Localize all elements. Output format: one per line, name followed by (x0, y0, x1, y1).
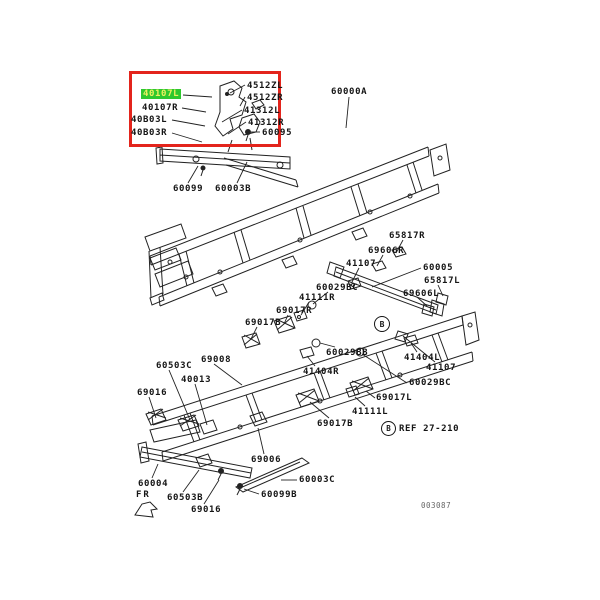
part-label-69016-2[interactable]: 69016 (191, 505, 222, 515)
part-label-69017R[interactable]: 69017R (276, 306, 313, 316)
part-label-40107L[interactable]: 40107L (141, 89, 182, 99)
part-label-69008[interactable]: 69008 (201, 355, 232, 365)
part-label-60099B[interactable]: 60099B (261, 490, 298, 500)
part-label-41404L[interactable]: 41404L (404, 353, 441, 363)
part-label-41107-2[interactable]: 41107 (426, 363, 457, 373)
part-label-40107R[interactable]: 40107R (142, 103, 179, 113)
middle-crossmember-parts (326, 246, 449, 343)
part-label-60503C[interactable]: 60503C (156, 361, 193, 371)
part-label-60003C[interactable]: 60003C (299, 475, 336, 485)
part-label-60029BB[interactable]: 60029BB (326, 348, 369, 358)
part-label-60099[interactable]: 60099 (173, 184, 204, 194)
part-label-40B03L[interactable]: 40B03L (131, 115, 168, 125)
front-direction-label: FR (136, 490, 151, 500)
part-label-41312L[interactable]: 41312L (244, 106, 281, 116)
part-label-69606L[interactable]: 69606L (403, 289, 440, 299)
part-label-41404R[interactable]: 41404R (303, 367, 340, 377)
part-label-69016[interactable]: 69016 (137, 388, 168, 398)
part-label-60004[interactable]: 60004 (138, 479, 169, 489)
bottom-frame-drawing (137, 300, 480, 496)
part-label-60003B[interactable]: 60003B (215, 184, 252, 194)
part-label-69606R[interactable]: 69606R (368, 246, 405, 256)
front-direction-arrow-icon (134, 501, 159, 518)
part-label-69017L[interactable]: 69017L (376, 393, 413, 403)
part-label-41312R[interactable]: 41312R (248, 118, 285, 128)
selection-highlight-box (129, 71, 281, 147)
part-label-40013[interactable]: 40013 (181, 375, 212, 385)
leader-lines (148, 84, 444, 505)
part-label-60095[interactable]: 60095 (262, 128, 293, 138)
part-label-41111R[interactable]: 41111R (299, 293, 336, 303)
part-label-65817R[interactable]: 65817R (389, 231, 426, 241)
part-label-4512ZR[interactable]: 4512ZR (247, 93, 284, 103)
part-label-60029BC[interactable]: 60029BC (316, 283, 359, 293)
part-label-41111L[interactable]: 41111L (352, 407, 389, 417)
ref-note-badge: B (381, 421, 396, 436)
part-label-69017B[interactable]: 69017B (245, 318, 282, 328)
part-label-40B03R[interactable]: 40B03R (131, 128, 168, 138)
part-label-4512ZL[interactable]: 4512ZL (247, 81, 284, 91)
part-label-69017B-2[interactable]: 69017B (317, 419, 354, 429)
part-label-60503B[interactable]: 60503B (167, 493, 204, 503)
part-label-60005[interactable]: 60005 (423, 263, 454, 273)
top-frame-drawing (144, 143, 451, 307)
part-label-65817L[interactable]: 65817L (424, 276, 461, 286)
sheet-code: 003087 (421, 501, 452, 510)
part-label-60000A[interactable]: 60000A (331, 87, 368, 97)
crossbar-parts (155, 146, 299, 188)
part-label-60029BC-2[interactable]: 60029BC (409, 378, 452, 388)
frame-ref-badge: B (374, 316, 390, 332)
ref-note-text: REF 27-210 (399, 424, 460, 434)
part-label-69006[interactable]: 69006 (251, 455, 282, 465)
part-label-41107[interactable]: 41107 (346, 259, 377, 269)
